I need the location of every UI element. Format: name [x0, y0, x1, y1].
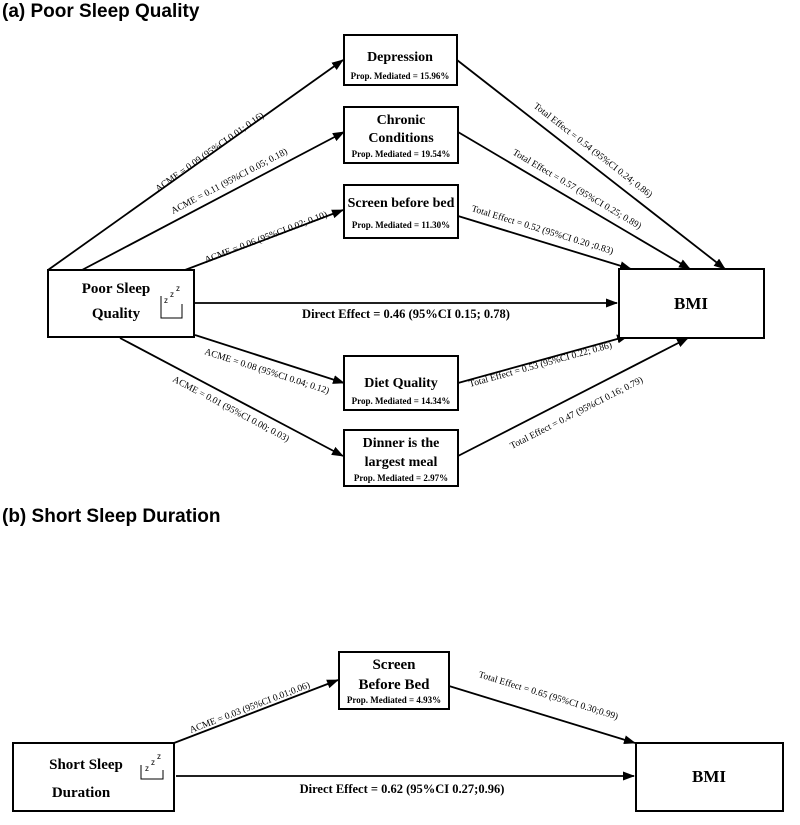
total-label-dinner: Total Effect = 0.47 (95%CI 0.16; 0.79): [508, 375, 645, 452]
mediator-diet-quality: Diet Quality Prop. Mediated = 14.34%: [343, 355, 459, 411]
acme-arrow-depression: [47, 59, 344, 271]
total-label-b: Total Effect = 0.65 (95%CI 0.30;0.99): [477, 669, 619, 722]
mediator-title: Depression: [367, 50, 433, 65]
total-arrow-dinner: [457, 337, 689, 457]
acme-arrow-dinner: [119, 337, 344, 457]
sleep-zzz-icon: z z z: [160, 284, 183, 319]
prop-mediated: Prop. Mediated = 4.93%: [347, 695, 441, 705]
svg-text:z: z: [145, 764, 149, 773]
total-arrow-chronic: [457, 131, 691, 270]
svg-text:z: z: [151, 758, 155, 767]
mediator-dinner-largest-meal: Dinner is the largest meal Prop. Mediate…: [343, 429, 459, 487]
exposure-poor-sleep-quality: Poor Sleep Quality z z z: [47, 269, 195, 338]
acme-label-b: ACME = 0.03 (95%CI 0.01;0.06): [188, 680, 311, 736]
prop-mediated: Prop. Mediated = 14.34%: [352, 396, 451, 406]
svg-text:z: z: [176, 284, 180, 293]
acme-arrow-diet: [194, 334, 345, 384]
acme-arrow-b: [173, 679, 339, 744]
svg-text:z: z: [170, 290, 174, 299]
exposure-title-line2: Duration: [52, 785, 111, 801]
acme-label-chronic: ACME = 0.11 (95%CI 0.05; 0.18): [169, 146, 289, 216]
exposure-title-line2: Quality: [92, 306, 141, 322]
mediator-title: Screen: [372, 657, 416, 673]
mediator-title: Chronic: [377, 113, 426, 128]
mediator-screen-before-bed: Screen before bed Prop. Mediated = 11.30…: [343, 184, 459, 239]
mediator-depression: Depression Prop. Mediated = 15.96%: [343, 34, 458, 86]
panel-a-title: (a) Poor Sleep Quality: [2, 1, 200, 22]
total-arrow-screen: [457, 215, 632, 271]
outcome-bmi-b: BMI: [635, 742, 784, 812]
prop-mediated: Prop. Mediated = 19.54%: [352, 149, 451, 159]
exposure-title: Short Sleep: [49, 757, 123, 773]
direct-effect-label-a: Direct Effect = 0.46 (95%CI 0.15; 0.78): [302, 307, 510, 321]
outcome-title: BMI: [692, 767, 726, 786]
mediator-title-line2: Conditions: [368, 131, 434, 146]
acme-label-dinner: ACME = 0.01 (95%CI 0.00; 0.03): [171, 374, 291, 445]
acme-arrow-chronic: [81, 131, 345, 271]
svg-text:z: z: [157, 752, 161, 761]
total-arrow-depression: [456, 59, 726, 270]
prop-mediated: Prop. Mediated = 15.96%: [351, 71, 450, 81]
svg-text:z: z: [164, 296, 168, 305]
acme-arrow-screen: [184, 209, 344, 271]
acme-label-diet: ACME = 0.08 (95%CI 0.04; 0.12): [203, 346, 331, 396]
mediator-title-line2: largest meal: [365, 455, 438, 470]
mediator-title: Dinner is the: [363, 436, 440, 451]
mediator-title-line2: Before Bed: [359, 677, 431, 693]
mediator-chronic-conditions: Chronic Conditions Prop. Mediated = 19.5…: [343, 106, 459, 164]
exposure-title: Poor Sleep: [82, 281, 150, 297]
total-arrow-b: [448, 685, 636, 745]
outcome-title: BMI: [674, 294, 708, 313]
acme-label-screen: ACME = 0.06 (95%CI 0.02; 0.10): [203, 209, 329, 266]
mediator-title: Screen before bed: [348, 196, 455, 211]
mediator-title: Diet Quality: [364, 376, 438, 391]
prop-mediated: Prop. Mediated = 11.30%: [352, 220, 450, 230]
exposure-short-sleep-duration: Short Sleep Duration z z z: [12, 742, 175, 812]
sleep-zzz-icon: z z z: [140, 752, 164, 780]
outcome-bmi-a: BMI: [618, 268, 765, 339]
panel-b-title: (b) Short Sleep Duration: [2, 506, 221, 527]
prop-mediated: Prop. Mediated = 2.97%: [354, 473, 448, 483]
total-label-diet: Total Effect = 0.53 (95%CI 0.22; 0.86): [468, 340, 613, 390]
total-arrow-diet: [457, 334, 629, 384]
direct-effect-label-b: Direct Effect = 0.62 (95%CI 0.27;0.96): [300, 782, 505, 796]
mediator-screen-before-bed-b: Screen Before Bed Prop. Mediated = 4.93%: [338, 651, 450, 710]
